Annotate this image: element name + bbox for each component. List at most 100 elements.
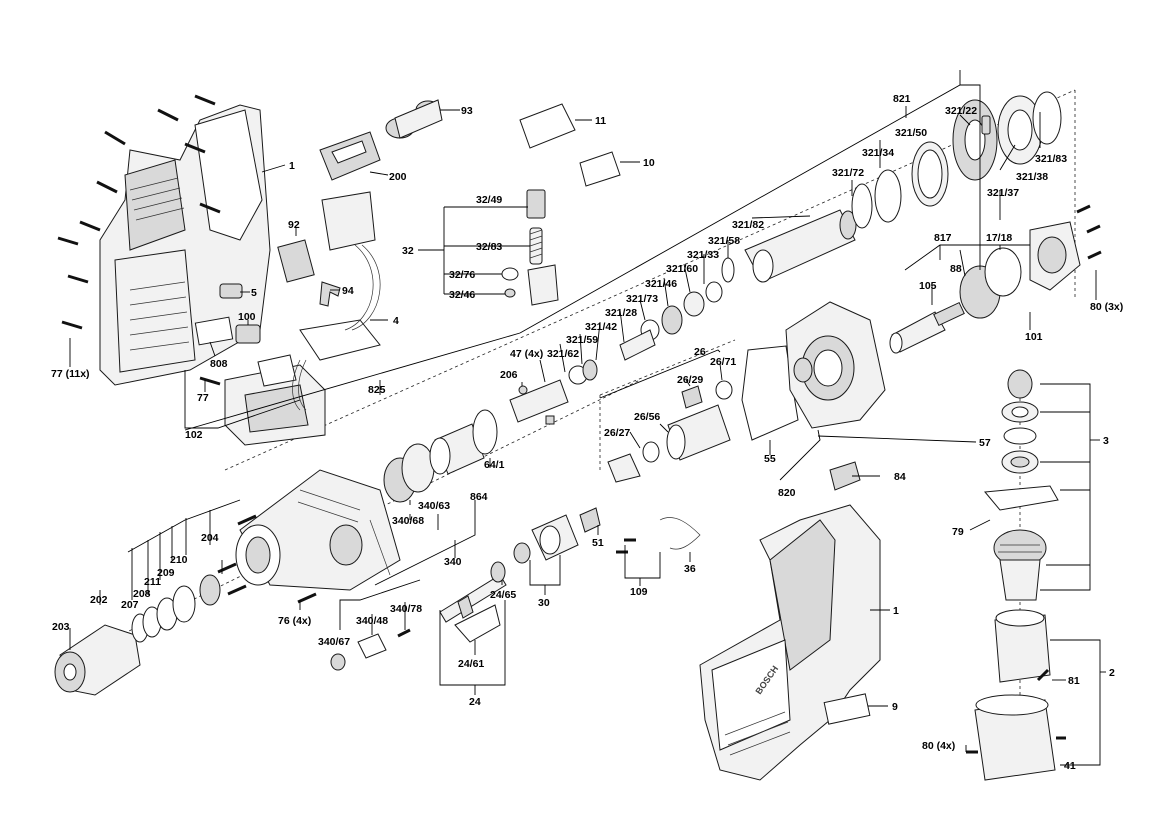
part-label-26-71: 26/71 bbox=[710, 356, 736, 368]
part-label-340-63: 340/63 bbox=[418, 500, 450, 512]
spring-5 bbox=[219, 283, 243, 299]
label-10 bbox=[579, 151, 621, 187]
part-label-210: 210 bbox=[170, 554, 188, 566]
part-label-88: 88 bbox=[950, 263, 962, 275]
shaft-340 bbox=[330, 561, 507, 671]
lever-94 bbox=[319, 281, 341, 307]
part-label-94: 94 bbox=[342, 285, 354, 297]
part-label-80-3x: 80 (3x) bbox=[1090, 301, 1123, 313]
part-label-92: 92 bbox=[288, 219, 300, 231]
part-label-51: 51 bbox=[592, 537, 604, 549]
part-label-102: 102 bbox=[185, 429, 203, 441]
housing-shell-right: BOSCH bbox=[699, 504, 881, 781]
part-label-820: 820 bbox=[778, 487, 796, 499]
part-label-64-1: 64/1 bbox=[484, 459, 505, 471]
part-label-84: 84 bbox=[894, 471, 906, 483]
part-label-321-72: 321/72 bbox=[832, 167, 864, 179]
seal-rings bbox=[131, 574, 221, 643]
part-label-32-76: 32/76 bbox=[449, 269, 475, 281]
part-label-340: 340 bbox=[444, 556, 462, 568]
part-label-76-4x: 76 (4x) bbox=[278, 615, 311, 627]
part-label-32-83: 32/83 bbox=[476, 241, 502, 253]
part-label-321-82: 321/82 bbox=[732, 219, 764, 231]
part-label-81: 81 bbox=[1068, 675, 1080, 687]
part-label-340-67: 340/67 bbox=[318, 636, 350, 648]
part-label-77: 77 bbox=[197, 392, 209, 404]
part-label-32-46: 32/46 bbox=[449, 289, 475, 301]
cover-200 bbox=[319, 131, 381, 181]
part-label-100: 100 bbox=[238, 311, 256, 323]
switch-100 bbox=[235, 324, 261, 344]
part-label-321-50: 321/50 bbox=[895, 127, 927, 139]
part-label-11: 11 bbox=[595, 115, 606, 127]
part-label-41: 41 bbox=[1064, 760, 1076, 772]
label-plate-9 bbox=[823, 693, 871, 725]
chuck-203 bbox=[54, 624, 141, 696]
part-label-209: 209 bbox=[157, 567, 175, 579]
part-label-17-18: 17/18 bbox=[986, 232, 1012, 244]
drive-gears bbox=[889, 221, 1081, 354]
part-label-55: 55 bbox=[764, 453, 776, 465]
pins-109 bbox=[616, 538, 636, 554]
part-label-321-38: 321/38 bbox=[1016, 171, 1048, 183]
bolts-80-3x bbox=[1076, 204, 1102, 260]
housing-screws bbox=[57, 94, 221, 386]
part-label-321-33: 321/33 bbox=[687, 249, 719, 261]
part-label-26-27: 26/27 bbox=[604, 427, 630, 439]
label-plate-808 bbox=[194, 316, 234, 346]
part-label-321-37: 321/37 bbox=[987, 187, 1019, 199]
part-labels: 93 1 200 92 5 94 4 100 808 77 (11x) 77 1… bbox=[51, 93, 1123, 772]
piston-26 bbox=[607, 380, 733, 483]
part-label-32-49: 32/49 bbox=[476, 194, 502, 206]
part-label-24-61: 24/61 bbox=[458, 658, 484, 670]
screws-76-4x bbox=[217, 514, 317, 604]
part-label-211: 211 bbox=[144, 576, 161, 588]
part-label-57: 57 bbox=[979, 437, 991, 449]
part-label-203: 203 bbox=[52, 621, 70, 633]
front-housing bbox=[235, 469, 401, 591]
part-label-321-62: 321/62 bbox=[547, 348, 579, 360]
part-label-202: 202 bbox=[90, 594, 108, 606]
part-label-207: 207 bbox=[121, 599, 139, 611]
part-label-321-83: 321/83 bbox=[1035, 153, 1067, 165]
part-label-200: 200 bbox=[389, 171, 407, 183]
part-label-93: 93 bbox=[461, 105, 473, 117]
part-label-105: 105 bbox=[919, 280, 937, 292]
motor-assembly bbox=[966, 369, 1066, 781]
part-label-9: 9 bbox=[892, 701, 898, 713]
part-label-321-60: 321/60 bbox=[666, 263, 698, 275]
part-label-340-48: 340/48 bbox=[356, 615, 388, 627]
electronics-4 bbox=[292, 191, 381, 411]
part-label-1-bottom: 1 bbox=[893, 605, 899, 617]
shaft-assembly-321 bbox=[509, 91, 1062, 425]
button-84 bbox=[829, 461, 861, 491]
part-label-825: 825 bbox=[368, 384, 386, 396]
part-label-864: 864 bbox=[470, 491, 488, 503]
housing-shell-left bbox=[57, 94, 271, 386]
part-label-26-56: 26/56 bbox=[634, 411, 660, 423]
part-label-26: 26 bbox=[694, 346, 706, 358]
tube-864 bbox=[383, 409, 498, 503]
part-label-24: 24 bbox=[469, 696, 481, 708]
handle-93 bbox=[385, 99, 443, 139]
part-label-208: 208 bbox=[133, 588, 151, 600]
label-11 bbox=[519, 103, 576, 149]
gear-30 bbox=[513, 507, 601, 564]
part-label-47-4x: 47 (4x) bbox=[510, 348, 543, 360]
gear-housing-820 bbox=[741, 301, 886, 441]
part-label-1-top: 1 bbox=[289, 160, 295, 172]
part-label-817: 817 bbox=[934, 232, 952, 244]
part-label-204: 204 bbox=[201, 532, 219, 544]
part-label-26-29: 26/29 bbox=[677, 374, 703, 386]
part-label-321-59: 321/59 bbox=[566, 334, 598, 346]
clip-36 bbox=[659, 517, 701, 550]
part-label-206: 206 bbox=[500, 369, 518, 381]
part-label-321-58: 321/58 bbox=[708, 235, 740, 247]
part-label-101: 101 bbox=[1025, 331, 1043, 343]
part-label-79: 79 bbox=[952, 526, 964, 538]
part-label-340-78: 340/78 bbox=[390, 603, 422, 615]
part-label-24-65: 24/65 bbox=[490, 589, 516, 601]
part-label-321-46: 321/46 bbox=[645, 278, 677, 290]
part-label-109: 109 bbox=[630, 586, 648, 598]
